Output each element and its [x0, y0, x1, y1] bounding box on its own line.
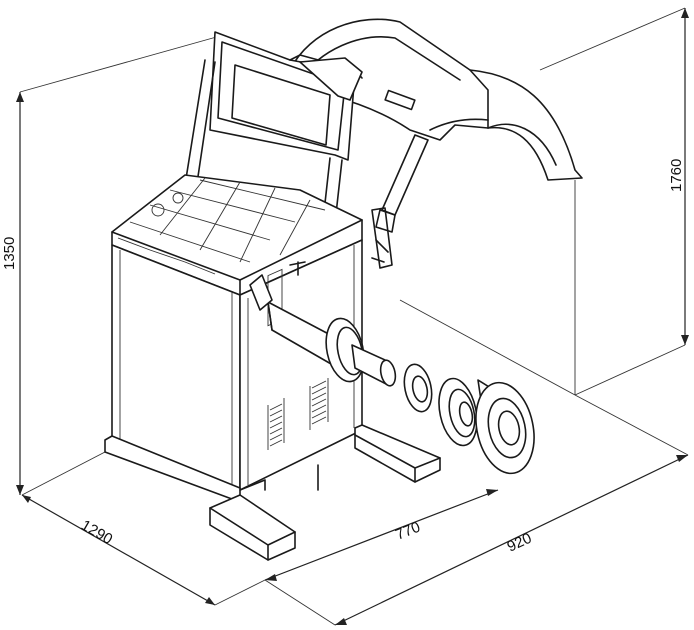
dim-label-depth: 1290	[78, 517, 115, 548]
cone-3	[475, 381, 535, 475]
dim-label-height-hood: 1760	[668, 159, 685, 192]
balancing-shaft	[249, 207, 397, 387]
wheel-guard-hood	[289, 18, 583, 233]
dim-label-width-base: 770	[393, 519, 423, 544]
dim-line-width-total	[334, 454, 689, 626]
cabinet-vents	[267, 268, 329, 450]
base-rails	[104, 424, 441, 561]
dimension-lines	[16, 7, 689, 626]
screen	[231, 64, 331, 146]
display-panel	[184, 31, 363, 233]
footprint-guides	[399, 180, 576, 396]
cone-2	[438, 377, 478, 447]
dim-label-height-machine: 1350	[1, 237, 18, 270]
dim-label-width-total: 920	[505, 530, 535, 556]
cone-1	[403, 363, 433, 413]
dim-line-depth	[21, 494, 216, 606]
base-foot-front	[209, 494, 296, 561]
base-foot-rear	[354, 424, 441, 483]
dim-line-width-base	[264, 489, 499, 581]
centering-cones	[403, 363, 535, 475]
